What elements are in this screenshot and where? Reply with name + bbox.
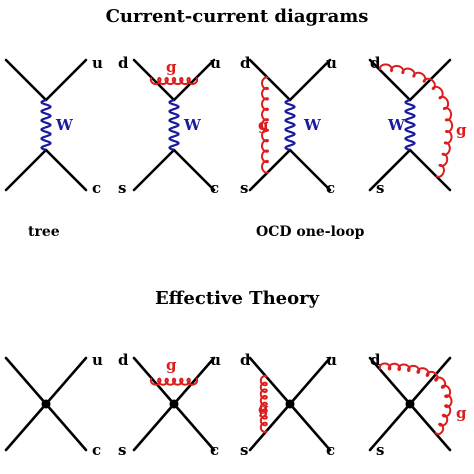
- eff-2-label-s: s: [118, 441, 126, 459]
- eff-diagram-2-quark-line-upper-left: [132, 356, 176, 406]
- cc-3-w-label: W: [303, 116, 322, 134]
- eff-diagram-3-quark-line-lower-left: [248, 402, 292, 452]
- cc-3-label-s: s: [240, 179, 248, 197]
- eff-diagram-4-quark-line-lower-right: [408, 402, 452, 452]
- eff-4-gluon-line: [378, 362, 453, 436]
- cc-2-w-label: W: [183, 116, 202, 134]
- cc-diagram-1-quark-line-lower-right: [44, 148, 88, 192]
- eff-1-label-u: u: [92, 351, 103, 369]
- eff-4-label-s: s: [376, 441, 384, 459]
- cc-2-label-s: s: [118, 179, 126, 197]
- cc-diagram-1-w-boson-line: [40, 98, 52, 152]
- cc-diagram-3-quark-line-lower-left: [248, 148, 292, 192]
- cc-diagram-2-w-boson-line: [168, 98, 180, 152]
- eff-diagram-1-quark-line-upper-right: [44, 356, 88, 406]
- cc-diagram-1-quark-line-lower-left: [4, 148, 48, 192]
- cc-diagram-4-w-boson-line: [404, 98, 416, 152]
- cc-diagram-3-quark-line-upper-right: [288, 58, 332, 102]
- eff-diagram-3-quark-line-lower-right: [288, 402, 332, 452]
- cc-diagram-1-quark-line-upper-right: [44, 58, 88, 102]
- cc-4-label-d: d: [370, 54, 381, 72]
- cc-3-gluon-line: [260, 76, 270, 174]
- cc-4-gluon-line: [379, 63, 454, 178]
- eff-2-gluon-line: [149, 377, 199, 386]
- cc-3-label-c: c: [326, 179, 335, 197]
- cc-2-label-u: u: [210, 54, 221, 72]
- cc-2-label-c: c: [210, 179, 219, 197]
- eff-diagram-2-quark-line-upper-right: [172, 356, 216, 406]
- tree-caption: tree: [28, 224, 60, 240]
- eff-3-label-d: d: [240, 351, 251, 369]
- eff-1-label-c: c: [92, 441, 101, 459]
- eff-diagram-3-vertex-dot: [285, 399, 295, 409]
- cc-1-label-c: c: [92, 179, 101, 197]
- cc-1-label-u: u: [92, 54, 103, 72]
- cc-diagram-3-quark-line-upper-left: [248, 58, 292, 102]
- eff-diagram-3-quark-line-upper-right: [288, 356, 332, 406]
- cc-1-w-label: W: [55, 116, 74, 134]
- cc-diagram-2-quark-line-lower-right: [172, 148, 216, 192]
- cc-2-gluon-label: g: [166, 58, 177, 76]
- eff-3-label-c: c: [326, 441, 335, 459]
- cc-diagram-2-quark-line-lower-left: [132, 148, 176, 192]
- cc-2-label-d: d: [118, 54, 129, 72]
- eff-2-label-d: d: [118, 351, 129, 369]
- cc-4-w-label: W: [387, 116, 406, 134]
- cc-3-label-d: d: [240, 54, 251, 72]
- effective-theory-title: Effective Theory: [154, 288, 320, 309]
- eff-diagram-2-quark-line-lower-right: [172, 402, 216, 452]
- eff-diagram-1-quark-line-lower-left: [4, 402, 48, 452]
- eff-3-label-s: s: [240, 441, 248, 459]
- eff-3-label-u: u: [326, 351, 337, 369]
- current-current-title: Current-current diagrams: [105, 6, 369, 27]
- cc-diagram-2-quark-line-upper-right: [172, 58, 216, 102]
- eff-diagram-1-quark-line-upper-left: [4, 356, 48, 406]
- cc-diagram-2-quark-line-upper-left: [132, 58, 176, 102]
- eff-diagram-1-vertex-dot: [41, 399, 51, 409]
- cc-2-gluon-line: [149, 76, 199, 86]
- eff-2-label-c: c: [210, 441, 219, 459]
- cc-4-gluon-label: g: [456, 121, 467, 139]
- eff-diagram-4-quark-line-upper-right: [408, 356, 452, 406]
- cc-diagram-1-quark-line-upper-left: [4, 58, 48, 102]
- eff-2-gluon-label: g: [166, 356, 177, 374]
- cc-3-label-u: u: [326, 54, 337, 72]
- eff-3-gluon-label: g: [258, 400, 269, 418]
- cc-3-gluon-label: g: [258, 116, 269, 134]
- cc-diagram-4-quark-line-upper-left: [368, 58, 412, 102]
- cc-diagram-4-quark-line-lower-right: [408, 148, 452, 192]
- cc-diagram-4-quark-line-lower-left: [368, 148, 412, 192]
- eff-diagram-2-quark-line-lower-left: [132, 402, 176, 452]
- eff-4-label-d: d: [370, 351, 381, 369]
- eff-diagram-4-vertex-dot: [405, 399, 415, 409]
- cc-diagram-3-w-boson-line: [284, 98, 296, 152]
- eff-diagram-3-quark-line-upper-left: [248, 356, 292, 406]
- eff-diagram-4-quark-line-lower-left: [368, 402, 412, 452]
- eff-diagram-2-vertex-dot: [169, 399, 179, 409]
- cc-4-label-s: s: [376, 179, 384, 197]
- qcd-caption: OCD one-loop: [256, 224, 365, 240]
- eff-4-gluon-label: g: [456, 404, 467, 422]
- cc-diagram-3-quark-line-lower-right: [288, 148, 332, 192]
- eff-diagram-1-quark-line-lower-right: [44, 402, 88, 452]
- eff-diagram-4-quark-line-upper-left: [368, 356, 412, 406]
- eff-2-label-u: u: [210, 351, 221, 369]
- eff-3-gluon-line: [259, 375, 268, 433]
